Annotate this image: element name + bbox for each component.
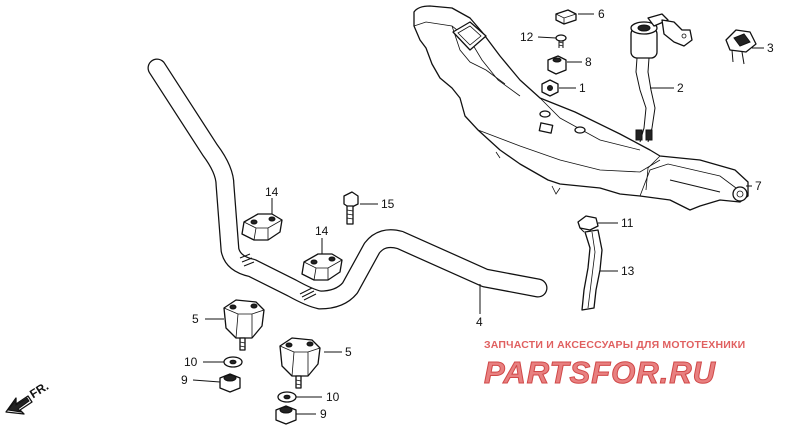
lower-holder-part-b xyxy=(279,337,321,389)
leader-lines xyxy=(192,13,764,415)
direction-label: FR. xyxy=(27,379,51,401)
ignition-switch-part xyxy=(630,13,693,143)
callout-15: 15 xyxy=(381,197,395,211)
watermark-caption: ЗАПЧАСТИ И АКСЕССУАРЫ ДЛЯ МОТОТЕХНИКИ xyxy=(484,339,746,351)
callout-5-b: 5 xyxy=(345,345,352,359)
callout-9-a: 9 xyxy=(181,373,188,387)
cap-nut-part xyxy=(555,9,577,25)
washer-part-b xyxy=(277,391,297,403)
callout-8: 8 xyxy=(585,55,592,69)
nut-part xyxy=(541,79,559,97)
handlebar-part xyxy=(147,58,548,310)
upper-clamp-part-a xyxy=(241,213,283,241)
tube-part xyxy=(581,229,603,311)
callout-7: 7 xyxy=(755,179,762,193)
washer-part-a xyxy=(223,356,243,368)
callout-14-a: 14 xyxy=(265,185,279,199)
flange-nut-part-b xyxy=(275,405,297,425)
callout-11: 11 xyxy=(621,216,634,230)
watermark-logo-text: PARTSFOR.RU xyxy=(484,355,717,390)
callout-6: 6 xyxy=(598,7,605,21)
callout-3: 3 xyxy=(767,41,774,55)
callout-9-b: 9 xyxy=(320,407,327,421)
callout-1: 1 xyxy=(579,81,586,95)
lower-holder-part-a xyxy=(223,299,265,351)
callout-10-b: 10 xyxy=(326,390,340,404)
front-direction-arrow: FR. xyxy=(5,379,51,415)
callout-numbers: 6 12 8 1 2 3 7 11 13 4 14 14 15 5 5 10 9… xyxy=(181,7,774,421)
callout-4: 4 xyxy=(476,315,483,329)
flange-nut-part-a xyxy=(219,373,241,393)
small-screw-part xyxy=(555,34,567,48)
callout-12: 12 xyxy=(520,30,534,44)
clip-part xyxy=(577,215,599,233)
top-cover-part xyxy=(413,5,749,211)
watermark-logo: PARTSFOR.RU xyxy=(484,355,717,391)
callout-2: 2 xyxy=(677,81,684,95)
clamp-bolt-part xyxy=(343,191,359,225)
callout-5-a: 5 xyxy=(192,312,199,326)
callout-13: 13 xyxy=(621,264,635,278)
callout-14-b: 14 xyxy=(315,224,329,238)
cap-part xyxy=(725,29,757,65)
callout-10-a: 10 xyxy=(184,355,198,369)
upper-clamp-part-b xyxy=(301,253,343,281)
collar-part xyxy=(547,55,567,75)
